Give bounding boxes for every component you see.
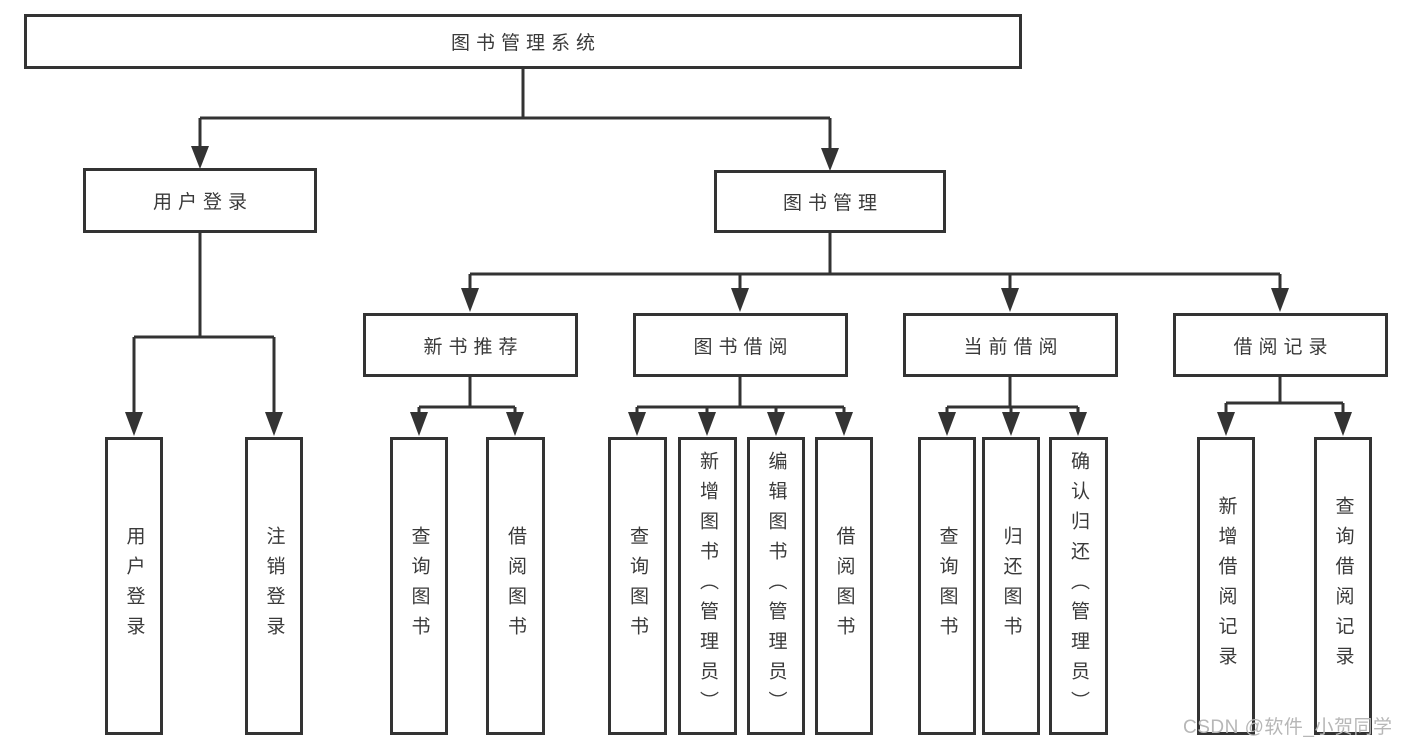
leaf-label: 新增图书（管理员）: [697, 451, 718, 721]
leaf-label: 注销登录: [263, 526, 285, 646]
leaf-return-books: 归还图书: [982, 437, 1040, 735]
node-borrow-records: 借阅记录: [1173, 313, 1388, 377]
leaf-query-books-recommend: 查询图书: [390, 437, 448, 735]
connector-currentborrow-to-leaves: [938, 377, 1087, 436]
leaf-label: 确认归还（管理员）: [1068, 451, 1089, 721]
leaf-borrow-books-recommend: 借阅图书: [486, 437, 545, 735]
leaf-label: 查询图书: [936, 526, 958, 646]
leaf-add-books-admin: 新增图书（管理员）: [678, 437, 737, 735]
leaf-label: 借阅图书: [505, 526, 526, 646]
leaf-edit-books-admin: 编辑图书（管理员）: [747, 437, 805, 735]
leaf-add-borrow-record: 新增借阅记录: [1197, 437, 1255, 735]
node-label: 借阅记录: [1233, 336, 1334, 358]
leaf-borrow-books: 借阅图书: [815, 437, 873, 735]
connector-bookmgmt-to-level2: [461, 233, 1289, 312]
leaf-label: 归还图书: [1000, 526, 1022, 646]
leaf-label: 查询借阅记录: [1332, 496, 1354, 676]
csdn-watermark: CSDN @软件_小贺同学: [1183, 717, 1393, 738]
node-label: 图书管理系统: [450, 33, 601, 54]
node-label: 当前借阅: [963, 336, 1064, 358]
node-label: 图书管理: [782, 193, 883, 214]
leaf-user-login: 用户登录: [105, 437, 163, 735]
leaf-label: 借阅图书: [833, 526, 855, 646]
node-user-login-branch: 用户登录: [83, 168, 317, 233]
node-label: 新书推荐: [423, 336, 524, 358]
leaf-logout: 注销登录: [245, 437, 303, 735]
node-current-borrow: 当前借阅: [903, 313, 1118, 377]
leaf-label: 新增借阅记录: [1215, 496, 1237, 676]
leaf-query-books-current: 查询图书: [918, 437, 976, 735]
leaf-query-borrow-record: 查询借阅记录: [1314, 437, 1372, 735]
leaf-label: 查询图书: [627, 526, 648, 646]
leaf-query-books-borrow: 查询图书: [608, 437, 667, 735]
leaf-label: 查询图书: [408, 526, 430, 646]
connector-userlogin-to-leaves: [125, 233, 283, 436]
node-new-book-recommend: 新书推荐: [363, 313, 578, 377]
connector-bookborrow-to-leaves: [628, 377, 853, 436]
connector-root-to-level1: [191, 69, 839, 171]
connector-borrowrecords-to-leaves: [1217, 377, 1352, 436]
node-label: 用户登录: [152, 192, 253, 213]
node-book-management-branch: 图书管理: [714, 170, 946, 233]
leaf-label: 用户登录: [123, 526, 145, 646]
connector-newbook-to-leaves: [410, 377, 524, 436]
leaf-confirm-return-admin: 确认归还（管理员）: [1049, 437, 1108, 735]
node-book-borrow: 图书借阅: [633, 313, 848, 377]
node-label: 图书借阅: [693, 336, 794, 358]
node-root-library-system: 图书管理系统: [24, 14, 1022, 69]
leaf-label: 编辑图书（管理员）: [765, 451, 787, 721]
